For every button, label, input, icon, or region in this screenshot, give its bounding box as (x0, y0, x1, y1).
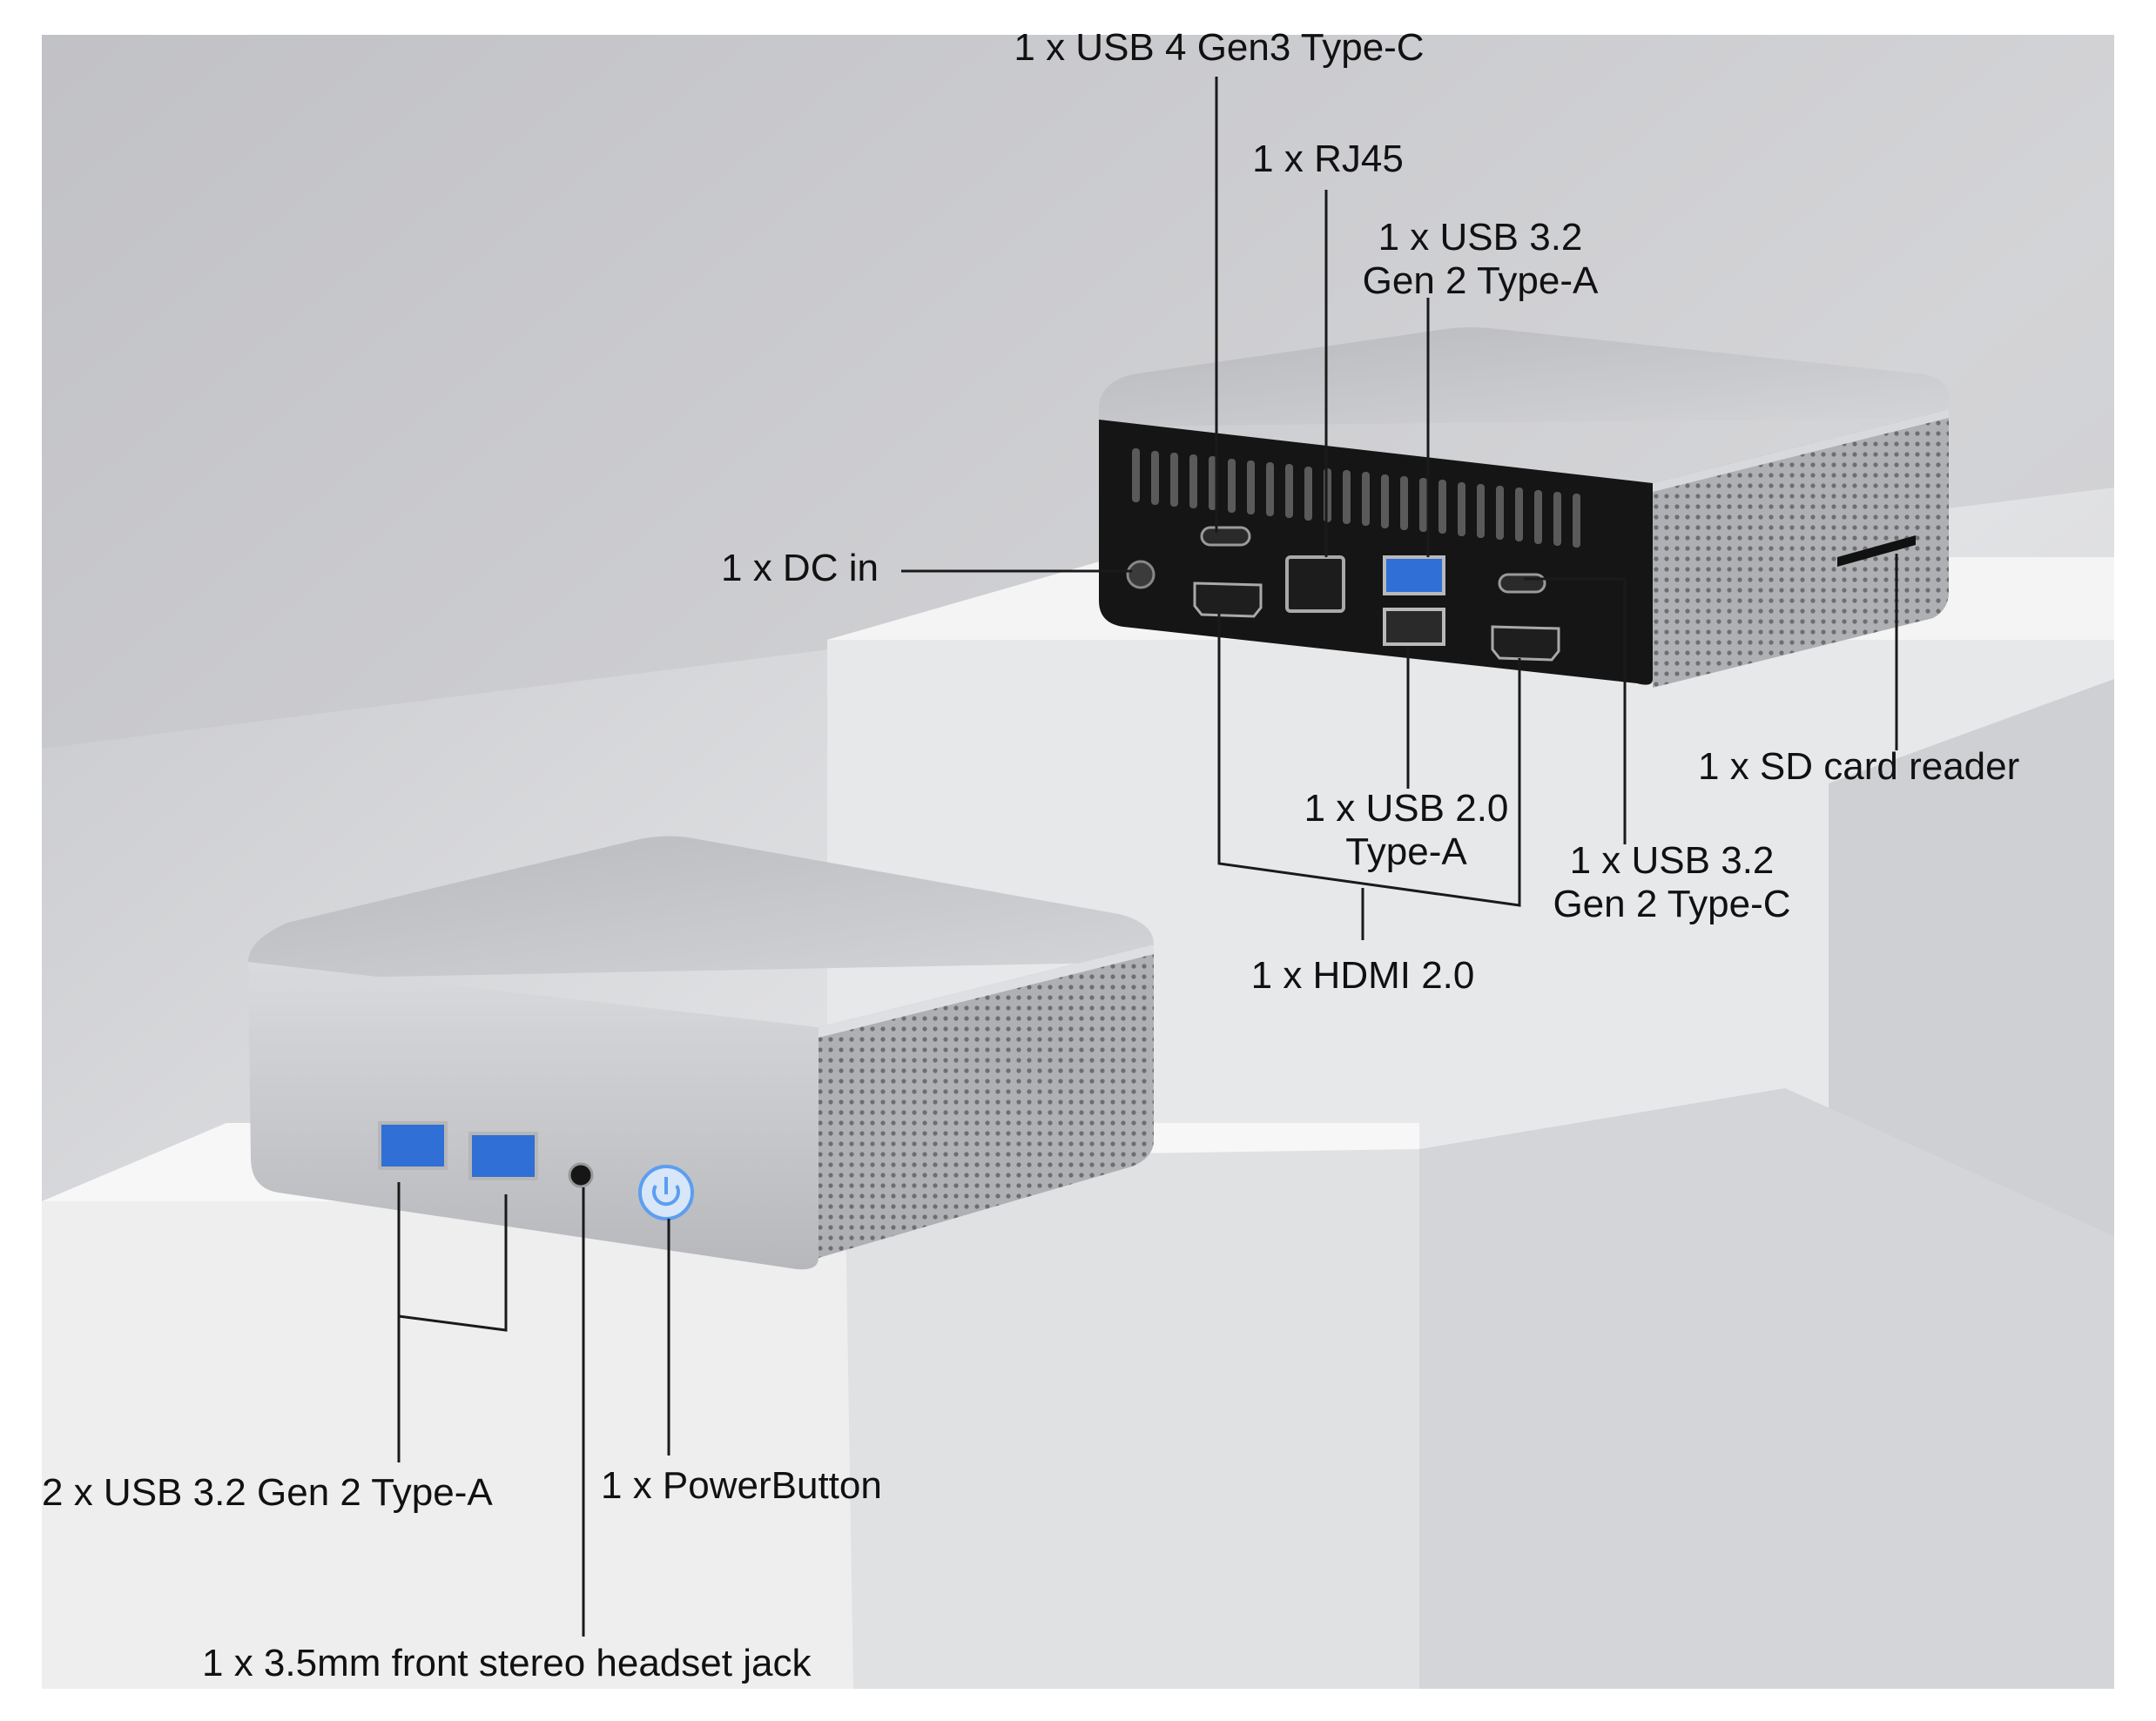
label-dc-in: 1 x DC in (721, 547, 879, 589)
label-usb32a-rear: 1 x USB 3.2 Gen 2 Type-A (1362, 216, 1599, 302)
label-usb4: 1 x USB 4 Gen3 Type-C (1014, 26, 1425, 69)
label-hdmi: 1 x HDMI 2.0 (1250, 954, 1475, 997)
label-usb32c: 1 x USB 3.2 Gen 2 Type-C (1553, 839, 1791, 925)
usb-c-port-icon (1498, 573, 1546, 594)
usb-port-icon (378, 1121, 448, 1170)
rear-mini-pc (1099, 327, 1951, 688)
label-power: 1 x PowerButton (601, 1464, 882, 1507)
label-sd-reader: 1 x SD card reader (1698, 745, 2020, 788)
leader-lines (397, 77, 1898, 1637)
usb-c-port-icon (1200, 526, 1251, 547)
hdmi-port-icon (1193, 582, 1263, 618)
sd-slot-icon (1837, 535, 1916, 567)
hdmi-port-icon (1491, 625, 1560, 662)
usb-port-icon (1383, 608, 1445, 646)
label-jack: 1 x 3.5mm front stereo headset jack (202, 1642, 812, 1684)
ethernet-port-icon (1285, 555, 1345, 613)
headset-jack-icon (568, 1162, 594, 1188)
usb-port-icon (1383, 555, 1445, 595)
dc-jack-icon (1126, 560, 1155, 589)
label-usb20: 1 x USB 2.0 Type-A (1304, 787, 1509, 873)
label-rj45: 1 x RJ45 (1252, 138, 1404, 180)
power-icon (638, 1165, 694, 1220)
label-front-usb: 2 x USB 3.2 Gen 2 Type-A (42, 1471, 493, 1514)
usb-port-icon (468, 1132, 538, 1180)
